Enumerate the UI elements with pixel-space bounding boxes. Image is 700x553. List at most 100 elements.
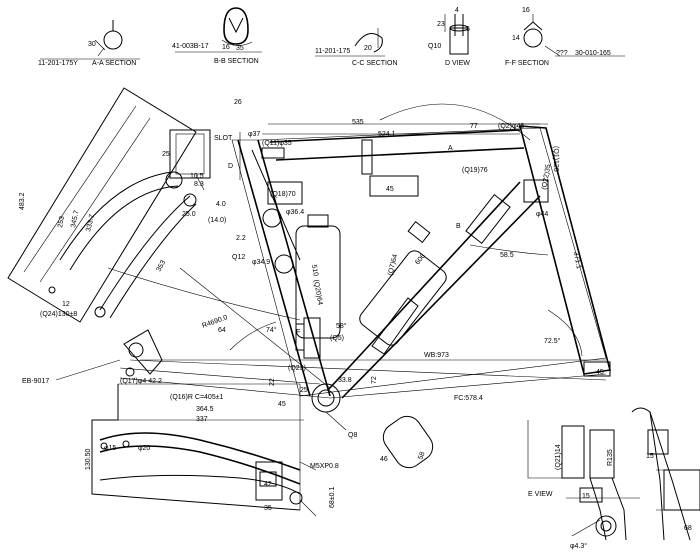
- section-c-part: 11-201-175: [315, 48, 350, 55]
- label-bb-drop: 72: [371, 376, 378, 384]
- label-12: 12: [62, 301, 70, 308]
- label-22: 22: [269, 378, 276, 386]
- section-f-f: 16 14 ??? 30-010-165 F-F SECTION: [505, 7, 625, 67]
- label-26: 26: [234, 99, 242, 106]
- label-r135: R135: [607, 449, 614, 466]
- e-view-title: E VIEW: [528, 491, 553, 498]
- label-q12: Q12: [232, 254, 245, 261]
- section-d-dim3: 5: [466, 26, 470, 33]
- label-d44: φ44: [536, 211, 548, 218]
- label-thread: M5XP0.8: [310, 463, 339, 470]
- section-d-title: D VIEW: [445, 60, 470, 67]
- label-q17: (Q17)φ4 42.2: [120, 378, 162, 385]
- label-q11: (Q11)φ35: [262, 140, 292, 147]
- label-slot: SLOT: [214, 135, 233, 142]
- label-wheelbase: WB:973: [424, 352, 449, 359]
- label-q5: (Q5): [330, 335, 344, 342]
- section-f-part: 30-010-165: [575, 50, 611, 57]
- main-frame: 535 524.1 SLOT 606 WB:973 FC:578.4 510 3…: [85, 99, 612, 517]
- section-c-c: 11-201-175 20 C-C SECTION: [315, 28, 398, 67]
- label-top-tube-inner: 524.1: [378, 131, 396, 138]
- section-c-title: C-C SECTION: [352, 60, 398, 67]
- label-head-angle: 72.5°: [544, 337, 561, 345]
- label-58b: 58°: [336, 322, 347, 330]
- label-chainstay-radius: (Q16)R C=405±1: [170, 394, 224, 401]
- label-353: 353: [156, 259, 168, 273]
- section-d-q: Q10: [428, 43, 441, 50]
- label-bb-ref: Q8: [348, 432, 357, 439]
- label-a-mark: A: [448, 145, 453, 152]
- section-d-dim1: 4: [455, 7, 459, 14]
- section-b-part: 41-003B-17: [172, 43, 209, 50]
- section-b-b: 41-003B-17 16 35 B-B SECTION: [172, 7, 262, 65]
- label-64: 64: [218, 327, 226, 334]
- section-a-dim: 30: [88, 41, 96, 48]
- label-2-2: 2.2: [236, 235, 246, 242]
- label-q22: (Q22)35: [541, 164, 552, 191]
- section-d-view: 4 23 5 Q10 D VIEW: [428, 7, 470, 67]
- section-f-dim2: 14: [512, 35, 520, 42]
- label-4-0: 4.0: [216, 201, 226, 208]
- label-25: 25: [162, 151, 170, 158]
- label-45a: 45: [386, 186, 394, 193]
- section-b-title: B-B SECTION: [214, 58, 259, 65]
- label-stay-len: 337: [196, 416, 208, 423]
- label-15e: 15: [646, 453, 654, 460]
- label-q1: (Q1)120: [552, 146, 559, 172]
- section-f-title: F-F SECTION: [505, 60, 549, 67]
- label-down-tube: 606: [414, 253, 427, 267]
- label-q2: (Q2)φ46: [498, 123, 524, 130]
- label-4-3: φ4.3°: [570, 542, 587, 550]
- label-f-mark: F: [296, 329, 300, 336]
- label-d37: φ37: [248, 131, 260, 138]
- label-68e: 68: [684, 525, 692, 532]
- label-q21: (Q21)14: [555, 444, 562, 470]
- label-14: (14.0): [208, 217, 226, 224]
- section-b-dim2: 35: [236, 45, 244, 52]
- section-b-dim1: 16: [222, 44, 230, 51]
- e-view: E VIEW (Q21)14 R135 15 φ4.3° 15 68: [527, 407, 700, 550]
- label-q23: (Q23): [288, 365, 306, 372]
- label-45c: 45: [278, 401, 286, 408]
- label-253: 253: [57, 216, 66, 229]
- label-seat-tube: 510: [310, 264, 319, 277]
- section-f-dim1: 16: [522, 7, 530, 14]
- label-bb-dim: 33.8: [338, 377, 352, 384]
- section-c-dim: 20: [364, 45, 372, 52]
- label-q20: (Q20)64: [312, 279, 323, 306]
- label-q24: (Q24)130±8: [40, 311, 77, 318]
- label-345: 345.7: [70, 210, 81, 229]
- label-dropout: EB-9017: [22, 378, 49, 385]
- label-25-0: 25.0: [182, 211, 196, 218]
- label-15: φ15: [104, 445, 116, 452]
- label-45b: 45: [596, 369, 604, 376]
- label-8-3: 8.3: [194, 181, 204, 188]
- section-a-a: 30 11-201-175Y A-A SECTION: [38, 20, 140, 67]
- label-d34-9: φ34.9: [252, 259, 270, 266]
- label-b-mark: B: [456, 223, 461, 230]
- label-q19: (Q19)76: [462, 167, 488, 174]
- label-77: 77: [470, 123, 478, 130]
- label-10-5: 10.5: [190, 173, 204, 180]
- label-35: 35: [264, 505, 272, 512]
- label-483: 483.2: [19, 192, 26, 210]
- label-68: 68±0.1: [329, 487, 336, 508]
- label-fork-axle: 58.5: [500, 252, 514, 259]
- fork-view: 483.2 253 345.7 333.7 353 25 10.5 8.3 25…: [7, 87, 211, 385]
- label-46: 46: [380, 456, 388, 463]
- label-20: φ20: [138, 445, 150, 452]
- label-25b: 25: [300, 387, 308, 394]
- label-130: 130.50: [85, 448, 92, 470]
- label-42: 42: [264, 481, 272, 488]
- label-d36-4: φ36.4: [286, 209, 304, 216]
- section-a-part: 11-201-175Y: [38, 60, 78, 67]
- label-58: 58: [417, 451, 426, 461]
- label-top-tube: 535: [352, 119, 364, 126]
- section-f-mark: ???: [556, 50, 568, 57]
- label-q18: (Q18)70: [270, 191, 296, 198]
- label-front-center: FC:578.4: [454, 395, 483, 402]
- label-head-len: 371.1: [572, 251, 582, 270]
- label-d15: 15: [582, 493, 590, 500]
